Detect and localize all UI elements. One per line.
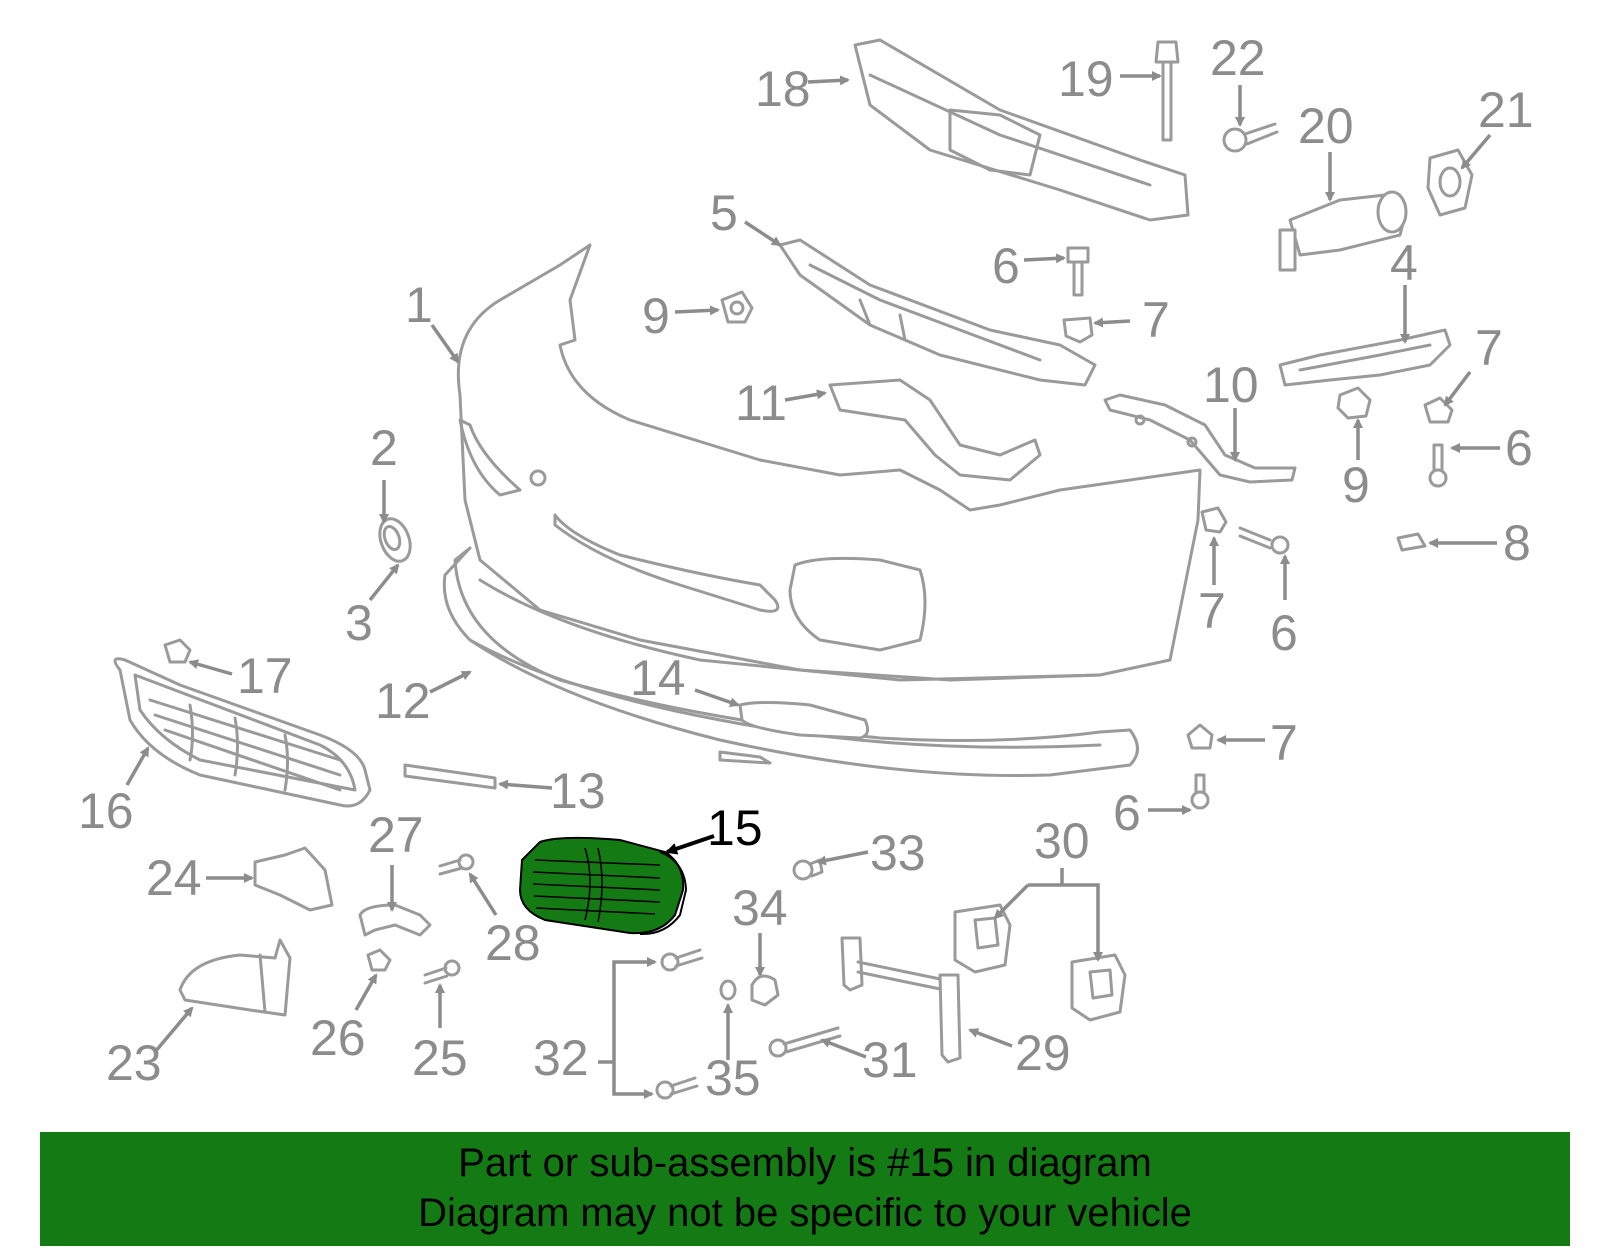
part-24-bracket — [253, 846, 334, 912]
part-6-bolt-upper — [1066, 246, 1090, 297]
callout-28: 28 — [485, 915, 541, 971]
callout-2: 2 — [370, 420, 398, 476]
callout-29: 29 — [1015, 1025, 1071, 1081]
parts-diagram: 18 19 22 20 21 5 6 7 9 1 11 10 4 7 9 6 8… — [78, 30, 1534, 1106]
part-9-nut-upper — [720, 290, 754, 324]
part-18-reinforcement — [853, 38, 1190, 222]
part-7-nut-lower — [1186, 723, 1214, 750]
callout-16: 16 — [78, 783, 134, 839]
part-32-bolts — [655, 948, 704, 1100]
callout-6: 6 — [1505, 420, 1533, 476]
callout-24: 24 — [146, 850, 202, 906]
callout-31: 31 — [862, 1032, 918, 1088]
part-33-bolt — [792, 858, 824, 881]
part-7-nut-upper — [1062, 316, 1094, 344]
part-17-clip — [163, 638, 192, 664]
part-5-bracket — [778, 238, 1097, 387]
callout-9: 9 — [1342, 457, 1370, 513]
callout-8: 8 — [1503, 515, 1531, 571]
part-15-grille-insert — [518, 836, 688, 936]
callout-7: 7 — [1142, 292, 1170, 348]
callout-34: 34 — [732, 880, 788, 936]
callout-33: 33 — [870, 825, 926, 881]
part-16-grille — [113, 657, 372, 808]
part-19-bolt — [1154, 40, 1180, 142]
part-27-bracket — [358, 903, 432, 937]
callout-20: 20 — [1298, 98, 1354, 154]
callout-35: 35 — [705, 1050, 761, 1106]
callout-7: 7 — [1270, 715, 1298, 771]
part-29-bracket — [840, 936, 962, 1064]
part-8-clip — [1396, 532, 1427, 552]
part-9-nut-right — [1336, 386, 1372, 420]
callout-6: 6 — [1270, 605, 1298, 661]
part-34-bumper — [750, 974, 780, 1007]
callout-7: 7 — [1475, 320, 1503, 376]
callout-15: 15 — [707, 800, 763, 856]
callout-14: 14 — [630, 650, 686, 706]
callout-19: 19 — [1058, 51, 1114, 107]
part-30-mounts — [953, 903, 1127, 1022]
part-11-bracket — [828, 378, 1042, 482]
info-banner: Part or sub-assembly is #15 in diagram D… — [40, 1132, 1570, 1246]
callout-labels: 18 19 22 20 21 5 6 7 9 1 11 10 4 7 9 6 8… — [78, 30, 1534, 1106]
callout-12: 12 — [375, 673, 431, 729]
leader-lines — [125, 71, 1500, 1099]
part-25-screw — [423, 959, 461, 985]
callout-27: 27 — [368, 807, 424, 863]
callout-5: 5 — [710, 185, 738, 241]
callout-30: 30 — [1034, 813, 1090, 869]
banner-line-1: Part or sub-assembly is #15 in diagram — [458, 1141, 1152, 1185]
part-4-bracket — [1278, 328, 1452, 387]
callout-26: 26 — [310, 1010, 366, 1066]
callout-1: 1 — [405, 277, 433, 333]
callout-25: 25 — [412, 1030, 468, 1086]
part-14-insert — [738, 701, 870, 740]
part-26-nut — [366, 948, 392, 972]
part-28-screw — [438, 853, 475, 876]
part-6-screw-right — [1428, 443, 1448, 488]
callout-9: 9 — [642, 288, 670, 344]
part-7-nut-mid — [1200, 506, 1228, 534]
part-35-washer — [719, 979, 737, 1001]
callout-17: 17 — [237, 648, 293, 704]
callout-21: 21 — [1478, 82, 1534, 138]
part-23-fog-lamp — [178, 938, 292, 1017]
callout-23: 23 — [106, 1035, 162, 1091]
part-6-screw-lower — [1190, 773, 1210, 810]
callout-22: 22 — [1210, 30, 1266, 86]
callout-32: 32 — [533, 1030, 589, 1086]
part-13-strip — [403, 763, 497, 790]
callout-4: 4 — [1390, 235, 1418, 291]
callout-10: 10 — [1203, 357, 1259, 413]
callout-6: 6 — [1113, 785, 1141, 841]
part-10-bracket — [1103, 393, 1297, 484]
part-20-tow-bracket — [1278, 190, 1408, 272]
callout-3: 3 — [345, 595, 373, 651]
part-6-screw-mid — [1238, 526, 1290, 555]
callout-6: 6 — [992, 238, 1020, 294]
part-1-bumper-cover — [456, 243, 1202, 682]
callout-7: 7 — [1198, 583, 1226, 639]
part-21-plate — [1426, 148, 1474, 217]
part-2-3-lamp-socket — [378, 517, 412, 563]
callout-11: 11 — [735, 375, 787, 431]
callout-18: 18 — [755, 61, 811, 117]
callout-13: 13 — [550, 763, 606, 819]
banner-line-2: Diagram may not be specific to your vehi… — [418, 1191, 1192, 1235]
part-22-bolt — [1222, 122, 1279, 153]
